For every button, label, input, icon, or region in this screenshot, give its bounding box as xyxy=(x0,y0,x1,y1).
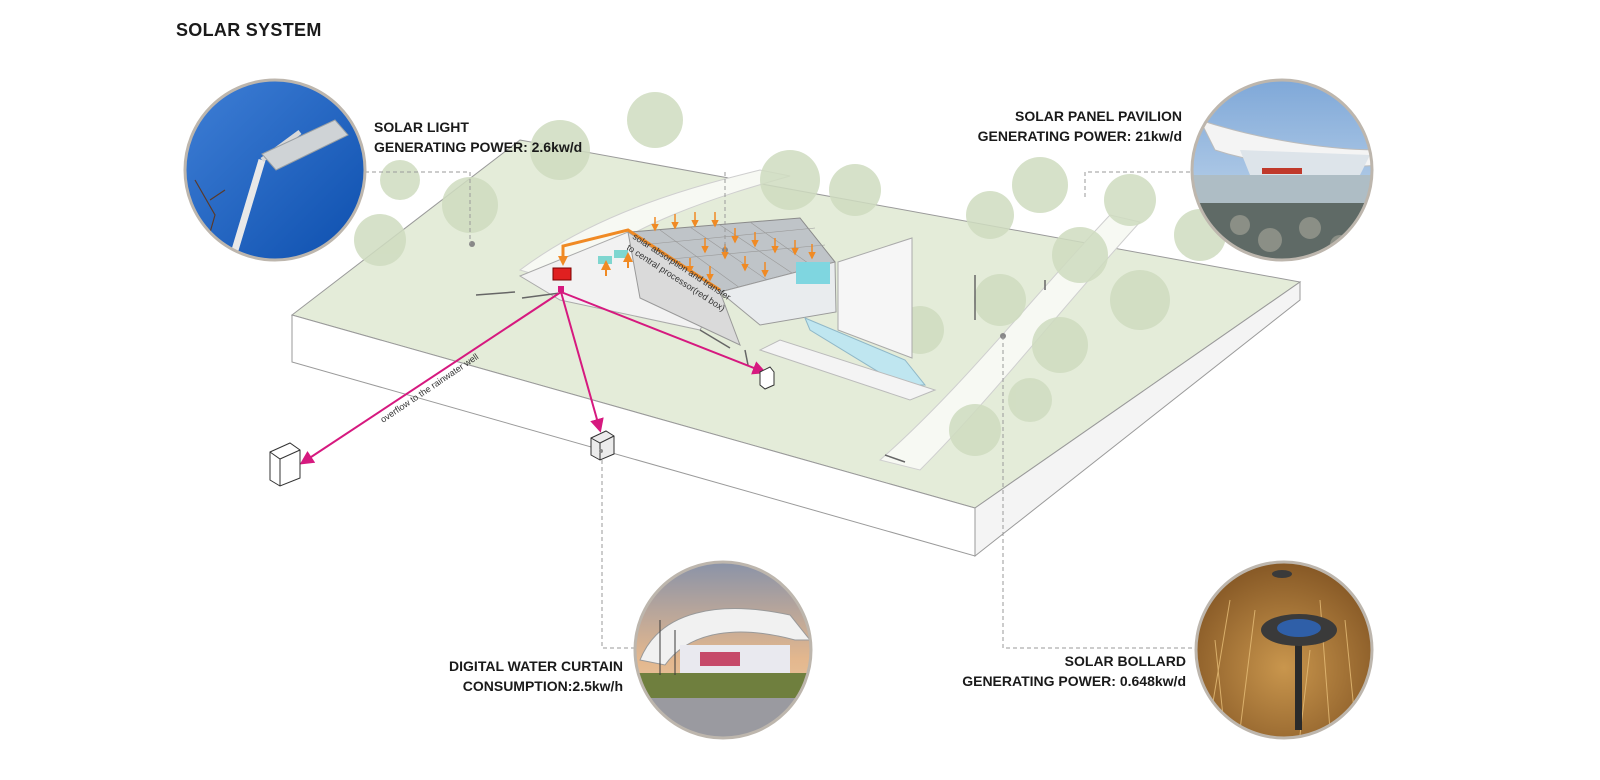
rainwater-well-box xyxy=(269,442,301,487)
water-curtain-name: DIGITAL WATER CURTAIN xyxy=(449,658,623,674)
pavilion-power: GENERATING POWER: 21kw/d xyxy=(977,128,1182,144)
arrow-to-rainwater-well xyxy=(299,291,562,465)
arrow-to-water-curtain xyxy=(560,291,604,433)
water-curtain-box xyxy=(590,430,615,461)
arrow-to-light xyxy=(560,291,767,375)
light-box xyxy=(759,366,775,390)
solar-light-power: GENERATING POWER: 2.6kw/d xyxy=(374,139,583,155)
solar-bollard-photo xyxy=(1194,560,1374,740)
sunlight-arrows xyxy=(651,212,816,282)
power-distribution-arrows xyxy=(299,291,767,465)
solar-light-photo xyxy=(183,78,367,262)
site-model: solar absorption and transfer to central… xyxy=(290,92,1302,558)
bollard-power: GENERATING POWER: 0.648kw/d xyxy=(962,673,1186,689)
pavilion-name: SOLAR PANEL PAVILION xyxy=(1015,108,1182,124)
solar-light-callout: SOLAR LIGHT GENERATING POWER: 2.6kw/d xyxy=(374,117,582,157)
page-title: SOLAR SYSTEM xyxy=(176,20,322,40)
water-curtain-consumption: CONSUMPTION:2.5kw/h xyxy=(462,678,623,694)
leader-lines xyxy=(365,171,1192,649)
bollard-name: SOLAR BOLLARD xyxy=(1064,653,1186,669)
solar-light-name: SOLAR LIGHT xyxy=(374,119,469,135)
trees xyxy=(354,92,1226,456)
site-right-face xyxy=(974,281,1301,558)
water-curtain-photo xyxy=(633,560,813,740)
central-processor xyxy=(552,267,572,281)
pavilion-callout: SOLAR PANEL PAVILION GENERATING POWER: 2… xyxy=(978,106,1182,146)
water-curtain-callout: DIGITAL WATER CURTAIN CONSUMPTION:2.5kw/… xyxy=(449,656,623,696)
site-details xyxy=(475,275,1046,463)
processor-node xyxy=(558,286,564,292)
bollard-callout: SOLAR BOLLARD GENERATING POWER: 0.648kw/… xyxy=(962,651,1186,691)
pavilion-photo xyxy=(1190,78,1374,262)
